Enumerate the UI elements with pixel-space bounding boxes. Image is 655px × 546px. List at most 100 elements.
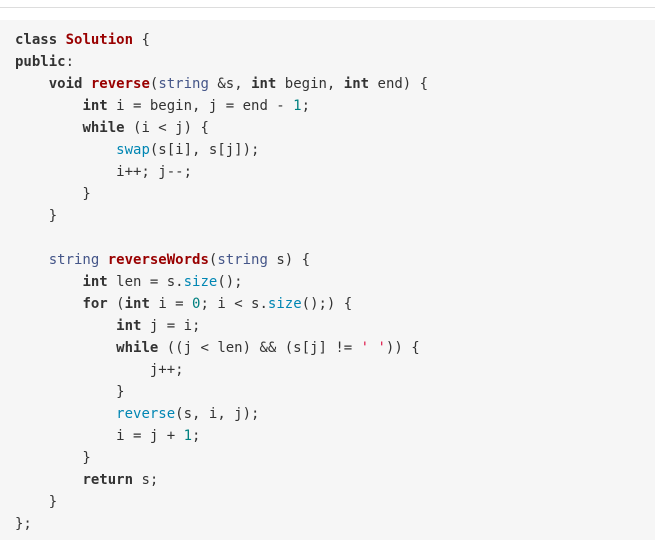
code-text: ( — [149, 76, 159, 92]
code-builtin: size — [267, 296, 302, 312]
code-text: : — [65, 54, 75, 70]
code-text: ();) { — [301, 296, 353, 312]
code-line: for (int i = 0; i < s.size();) { — [15, 293, 655, 315]
code-line: j++; — [15, 359, 655, 381]
code-text: { — [133, 32, 150, 48]
code-text: i = — [149, 296, 193, 312]
code-text: (i < j) { — [124, 120, 209, 136]
code-text — [82, 76, 90, 92]
code-line: void reverse(string &s, int begin, int e… — [15, 73, 655, 95]
code-text: &s, — [208, 76, 252, 92]
code-type: string — [48, 252, 100, 268]
code-line: } — [15, 491, 655, 513]
code-line: int j = i; — [15, 315, 655, 337]
code-line: int i = begin, j = end - 1; — [15, 95, 655, 117]
code-text: ; i < s. — [200, 296, 268, 312]
code-function-name: reverse — [90, 76, 150, 92]
code-text — [15, 252, 49, 268]
code-text: s; — [133, 472, 159, 488]
code-line: return s; — [15, 469, 655, 491]
code-line: swap(s[i], s[j]); — [15, 139, 655, 161]
code-keyword: int — [124, 296, 150, 312]
code-keyword: int — [251, 76, 277, 92]
top-divider — [0, 7, 655, 8]
code-text — [15, 274, 82, 290]
code-keyword: while — [116, 340, 159, 356]
code-line: i = j + 1; — [15, 425, 655, 447]
code-text — [99, 252, 107, 268]
code-line — [15, 227, 655, 249]
code-text — [15, 318, 116, 334]
code-block: class Solution {public: void reverse(str… — [0, 20, 655, 540]
code-text — [15, 76, 49, 92]
code-text: )) { — [385, 340, 420, 356]
code-text: i++; j--; — [15, 164, 193, 180]
code-keyword: class — [15, 32, 58, 48]
code-builtin: size — [183, 274, 218, 290]
code-text: (s[i], s[j]); — [149, 142, 260, 158]
code-text — [15, 472, 82, 488]
code-keyword: int — [116, 318, 142, 334]
code-text: i = j + — [15, 428, 184, 444]
code-text: ; — [192, 428, 201, 444]
code-string: ' ' — [360, 340, 386, 356]
code-line: public: — [15, 51, 655, 73]
code-text: begin, — [276, 76, 344, 92]
code-text: ; — [301, 98, 311, 114]
code-line: reverse(s, i, j); — [15, 403, 655, 425]
code-line: } — [15, 183, 655, 205]
code-text: s) { — [267, 252, 311, 268]
code-keyword: int — [343, 76, 370, 92]
code-line: int len = s.size(); — [15, 271, 655, 293]
code-line: string reverseWords(string s) { — [15, 249, 655, 271]
code-text — [15, 296, 82, 312]
code-text — [15, 142, 116, 158]
code-keyword: for — [82, 296, 108, 312]
code-function-name: reverseWords — [107, 252, 209, 268]
code-keyword: int — [82, 274, 108, 290]
code-type: string — [158, 76, 209, 92]
code-line: while ((j < len) && (s[j] != ' ')) { — [15, 337, 655, 359]
code-type: string — [217, 252, 268, 268]
code-text: end) { — [369, 76, 429, 92]
code-text: j = i; — [141, 318, 201, 334]
code-text: (); — [217, 274, 243, 290]
code-text: } — [15, 450, 91, 466]
code-text: ( — [208, 252, 218, 268]
code-text: ((j < len) && (s[j] != — [158, 340, 361, 356]
code-line: while (i < j) { — [15, 117, 655, 139]
code-number: 1 — [293, 98, 302, 114]
code-line: } — [15, 205, 655, 227]
code-keyword: int — [82, 98, 108, 114]
code-keyword: public — [15, 54, 66, 70]
code-text: j++; — [15, 362, 184, 378]
code-text — [15, 406, 116, 422]
code-text: } — [15, 186, 91, 202]
code-text: ( — [107, 296, 125, 312]
code-text: len = s. — [107, 274, 184, 290]
code-keyword: void — [48, 76, 83, 92]
code-keyword: return — [82, 472, 134, 488]
code-line: class Solution { — [15, 29, 655, 51]
code-keyword: while — [82, 120, 125, 136]
code-text: (s, i, j); — [175, 406, 260, 422]
code-text — [15, 98, 82, 114]
code-line: i++; j--; — [15, 161, 655, 183]
code-builtin: reverse — [116, 406, 176, 422]
code-text — [15, 120, 82, 136]
code-text — [57, 32, 65, 48]
code-line: }; — [15, 513, 655, 535]
code-text: }; — [15, 516, 32, 532]
code-line: } — [15, 447, 655, 469]
code-line: } — [15, 381, 655, 403]
code-function-name: Solution — [65, 32, 134, 48]
code-text — [15, 340, 116, 356]
code-number: 0 — [192, 296, 201, 312]
code-text: i = begin, j = end - — [107, 98, 294, 114]
code-text: } — [15, 208, 58, 224]
code-text: } — [15, 384, 125, 400]
code-number: 1 — [183, 428, 193, 444]
code-builtin: swap — [116, 142, 150, 158]
code-text: } — [15, 494, 58, 510]
